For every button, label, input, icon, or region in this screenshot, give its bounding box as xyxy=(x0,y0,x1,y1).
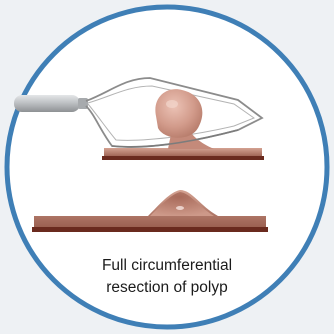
caption: Full circumferential resection of polyp xyxy=(60,255,274,299)
caption-line-1: Full circumferential xyxy=(60,255,274,277)
catheter xyxy=(14,95,88,112)
caption-line-2: resection of polyp xyxy=(60,277,274,299)
tissue-strip-1 xyxy=(102,148,264,160)
